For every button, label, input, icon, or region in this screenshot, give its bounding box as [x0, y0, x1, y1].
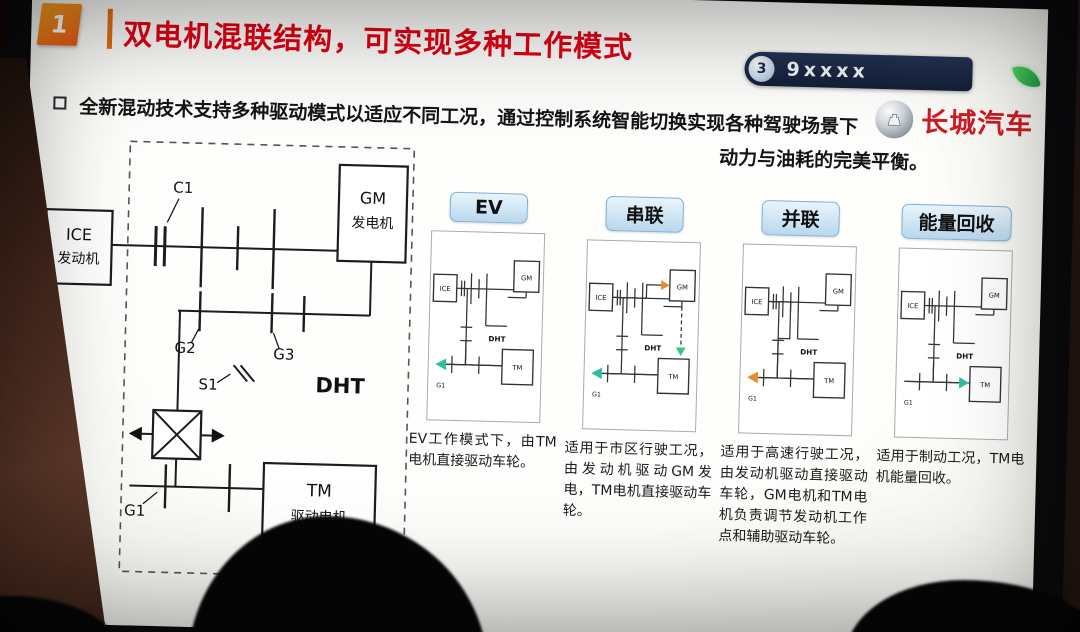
svg-text:TM: TM [823, 377, 834, 385]
svg-text:DHT: DHT [644, 343, 661, 352]
leaf-icon [1012, 62, 1041, 92]
svg-text:发动机: 发动机 [57, 250, 99, 267]
svg-text:GM: GM [360, 188, 387, 208]
svg-text:G3: G3 [273, 345, 295, 364]
right-output-arrow [211, 428, 225, 443]
ev-motor-drive-path [435, 340, 503, 371]
gwm-emblem-icon [874, 99, 914, 139]
svg-text:C1: C1 [173, 178, 193, 197]
mode-card-series: 串联 ICE GM DHT [562, 195, 719, 547]
parallel-motor-assist-path [782, 377, 815, 380]
mode-tab-regen: 能量回收 [901, 203, 1013, 242]
mini-schematic-parallel: ICE GM DHT [744, 273, 853, 403]
title-accent-bar [106, 8, 113, 49]
series-electric-flow [675, 306, 686, 357]
series-motor-drive-path [591, 367, 659, 380]
mode-cards: EV ICE GM DHT [406, 191, 1031, 555]
svg-text:TM: TM [511, 364, 522, 372]
mode-card-parallel: 并联 ICE GM DHT [718, 199, 875, 551]
svg-text:G1: G1 [124, 501, 146, 520]
cast-code: 9xxxx [786, 58, 870, 83]
svg-text:GM: GM [521, 274, 532, 282]
gear-g2-label: G2 [174, 328, 200, 358]
slide-number: 1 [49, 10, 70, 39]
mode-diagram-parallel: ICE GM DHT [737, 243, 857, 437]
svg-text:DHT: DHT [800, 347, 817, 356]
svg-text:GM: GM [989, 292, 1000, 300]
slide-number-badge: 1 [36, 2, 83, 46]
svg-text:ICE: ICE [751, 298, 762, 306]
svg-text:GM: GM [677, 283, 688, 291]
svg-text:G2: G2 [174, 339, 196, 358]
dht-boundary-box [118, 140, 416, 580]
svg-text:ICE: ICE [907, 302, 918, 310]
svg-text:G1: G1 [748, 395, 757, 402]
parallel-engine-drive-path [747, 300, 792, 384]
bullet-marker [53, 96, 67, 110]
mode-caption-series: 适用于市区行驶工况，由发动机驱动GM发电，TM电机直接驱动车轮。 [562, 439, 713, 520]
powertrain-schematic: ICE 发动机 C1 G2 G3 [43, 140, 416, 580]
mini-schematic-series: ICE GM DHT [588, 269, 697, 399]
mini-schematic-ev: ICE GM DHT [432, 260, 541, 389]
mode-diagram-series: ICE GM DHT [582, 239, 701, 433]
brand-logo: 长城汽车 [874, 99, 1034, 142]
mode-caption-ev: EV工作模式下，由TM电机直接驱动车轮。 [407, 430, 557, 472]
svg-text:DHT: DHT [488, 334, 505, 343]
mode-diagram-ev: ICE GM DHT [426, 230, 546, 424]
mode-card-regen: 能量回收 ICE GM DH [874, 203, 1031, 555]
left-output-arrow [128, 426, 142, 441]
differential-symbol [128, 408, 225, 461]
svg-text:G1: G1 [436, 382, 445, 389]
emblem-tower-icon [887, 113, 901, 126]
cast-status-bar: 3 9xxxx [744, 51, 973, 92]
slide-screen: 1 双电机混联结构，可实现多种工作模式 3 9xxxx 长城汽车 全新混动技术支… [15, 0, 1049, 632]
synchronizer-s1: S1 [198, 364, 255, 394]
svg-text:TM: TM [306, 481, 333, 502]
svg-text:G1: G1 [592, 391, 601, 398]
svg-text:G1: G1 [904, 399, 913, 406]
svg-text:ICE: ICE [595, 294, 606, 302]
svg-text:ICE: ICE [440, 285, 451, 293]
c1-clutch: C1 [153, 178, 193, 267]
mode-card-ev: EV ICE GM DHT [406, 191, 563, 543]
mini-schematic-regen: ICE GM DHT [900, 277, 1008, 407]
gm-generator-box: GM 发电机 [336, 163, 409, 264]
svg-text:S1: S1 [198, 375, 218, 393]
mode-caption-regen: 适用于制动工况，TM电机能量回收。 [875, 447, 1025, 488]
svg-text:发电机: 发电机 [351, 215, 393, 232]
series-engine-to-gm-path [611, 280, 670, 299]
mode-tab-series: 串联 [605, 195, 685, 233]
mode-tab-ev: EV [449, 191, 529, 224]
mode-tab-parallel: 并联 [761, 199, 841, 237]
dht-gearbox-label: DHT [315, 373, 366, 398]
svg-text:DHT: DHT [956, 352, 973, 361]
svg-text:TM: TM [979, 381, 990, 389]
gear-g3-label: G3 [272, 332, 295, 364]
mode-caption-parallel: 适用于高速行驶工况，由发动机驱动直接驱动车轮，GM电机和TM电机负责调节发动机工… [718, 443, 869, 548]
mode-diagram-regen: ICE GM DHT [893, 247, 1013, 441]
regen-recovery-path [905, 361, 969, 389]
cast-badge-icon: 3 [748, 55, 775, 83]
svg-text:ICE: ICE [66, 225, 92, 245]
svg-text:GM: GM [833, 287, 844, 295]
svg-text:TM: TM [667, 373, 678, 381]
gear-g1-label: G1 [124, 491, 158, 520]
slide-title: 双电机混联结构，可实现多种工作模式 [122, 17, 634, 65]
